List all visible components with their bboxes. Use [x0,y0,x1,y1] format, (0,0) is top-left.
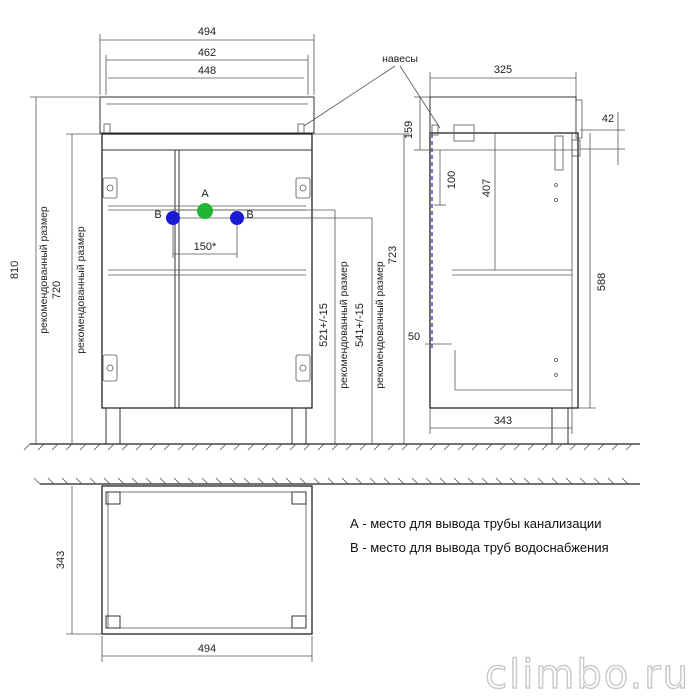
label-point-b-left: B [154,209,161,221]
dim-side-588: 588 [596,273,608,291]
label-recommended-541: рекомендованный размер [374,261,386,389]
side-view: 325 42 588 159 100 407 [403,64,625,445]
label-recommended-810: рекомендованный размер [38,206,50,334]
label-point-b-right: B [246,209,253,221]
dim-height-810: 810 [9,261,21,279]
legend-line-b: В - место для вывода труб водоснабжения [350,540,609,555]
water-outlet-point-b-left [166,211,180,225]
hinge-icon-bottom-left [102,354,118,382]
dim-front-width-448: 448 [198,65,216,77]
label-point-a: A [201,188,209,200]
dim-height-720: 720 [51,281,63,299]
dim-plan-width-494: 494 [198,643,216,655]
dim-plan-depth-343: 343 [55,551,67,569]
dim-side-bottom-343: 343 [494,415,512,427]
label-recommended-521: рекомендованный размер [338,261,350,389]
hinge-icon-bottom-right [295,354,311,382]
label-recommended-720: рекомендованный размер [75,226,87,354]
plan-view: 343 494 [33,477,640,662]
dim-side-depth-325: 325 [494,64,512,76]
legend-line-a: А - место для вывода трубы канализации [350,516,601,531]
dim-pipe-spacing: 150* [194,241,217,253]
legend: А - место для вывода трубы канализации В… [350,516,609,555]
dim-side-42: 42 [602,113,614,125]
dim-front-width-494: 494 [198,26,216,38]
dim-side-407: 407 [481,179,493,197]
label-hinges: навесы [382,53,418,65]
hinge-icon-top-left [102,177,118,199]
dim-side-159: 159 [403,121,415,139]
front-view: 494 462 448 [9,26,441,445]
dim-front-width-462: 462 [198,47,216,59]
dim-height-541: 541+/-15 [354,303,366,347]
floor-line [23,443,640,451]
watermark-text: climbo.ru [485,652,690,698]
dim-height-723: 723 [387,246,399,264]
hinge-icon-top-right [295,177,311,199]
dim-side-100: 100 [446,171,458,189]
dim-height-521: 521+/-15 [318,303,330,347]
dim-side-50: 50 [408,331,420,343]
drain-outlet-point-a [197,203,213,219]
water-outlet-point-b-right [230,211,244,225]
